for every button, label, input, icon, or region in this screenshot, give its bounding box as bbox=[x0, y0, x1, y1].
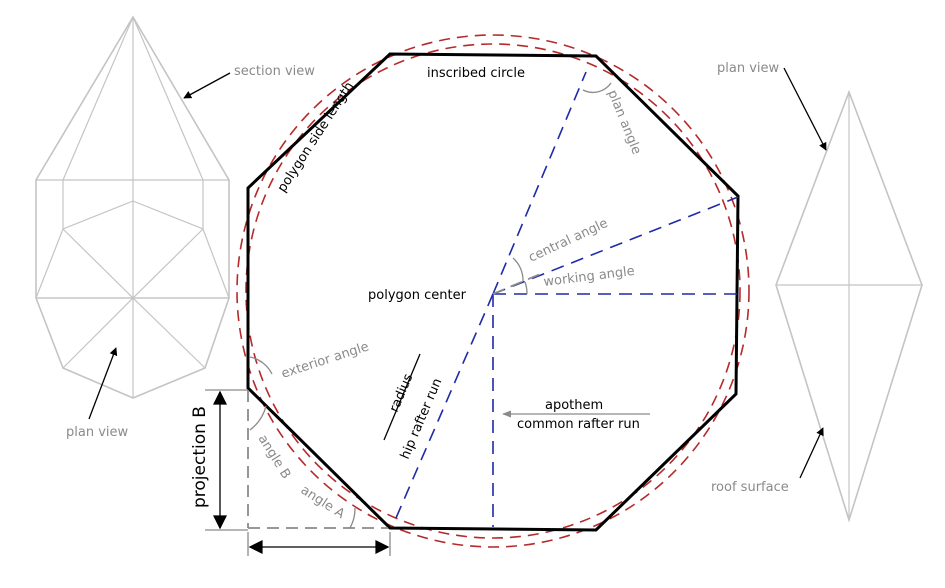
radius-label: radius bbox=[387, 372, 417, 415]
inscribed-circle-label: inscribed circle bbox=[427, 66, 525, 81]
outer-dashed-circle bbox=[245, 43, 741, 539]
angle-b-label: angle B bbox=[255, 432, 294, 482]
radius-to-plan-corner bbox=[492, 71, 587, 295]
polygon-center-label: polygon center bbox=[368, 288, 467, 303]
section-posts bbox=[62, 180, 204, 229]
section-view-leader bbox=[183, 72, 231, 99]
angle-a-arc bbox=[349, 507, 356, 529]
plan-view-right-label: plan view bbox=[717, 61, 780, 76]
projection-b-label: projection B bbox=[190, 406, 210, 508]
plan-lower-lines bbox=[36, 297, 229, 398]
right-roof-figure bbox=[775, 89, 923, 523]
angle-b-arc bbox=[249, 405, 267, 431]
plan-angle-arc bbox=[582, 82, 612, 94]
polygon-side-length-label: polygon side length bbox=[275, 79, 357, 195]
plan-upper-lines bbox=[35, 200, 230, 299]
radius-divider-line bbox=[383, 353, 421, 441]
angle-a-label: angle A bbox=[298, 483, 347, 522]
working-angle-label: working angle bbox=[543, 264, 636, 290]
common-rafter-run-label: common rafter run bbox=[517, 417, 640, 432]
polygon-outline bbox=[246, 52, 740, 532]
central-angle-label: central angle bbox=[526, 216, 610, 266]
radius-lines bbox=[395, 71, 739, 527]
radius-to-right-corner bbox=[492, 196, 739, 295]
exterior-angle-label: exterior angle bbox=[280, 339, 371, 381]
central-angle-arc bbox=[512, 257, 524, 282]
plan-view-right-leader bbox=[783, 67, 827, 151]
apothem-label: apothem bbox=[545, 398, 603, 413]
working-angle-ray bbox=[492, 271, 546, 295]
working-angle-arc bbox=[524, 281, 528, 295]
exterior-angle-arc bbox=[249, 356, 273, 375]
left-section-plan-figure bbox=[35, 15, 230, 399]
hip-rafter-line bbox=[395, 293, 494, 519]
roof-surface-leader bbox=[799, 427, 824, 479]
roof-surface-label: roof surface bbox=[711, 480, 789, 495]
plan-view-left-leader bbox=[88, 347, 118, 420]
section-view-label: section view bbox=[234, 64, 315, 79]
right-figure-axes bbox=[776, 92, 922, 520]
section-rafters bbox=[62, 16, 204, 181]
inscribed-circle bbox=[236, 34, 750, 548]
plan-view-left-label: plan view bbox=[66, 425, 129, 440]
